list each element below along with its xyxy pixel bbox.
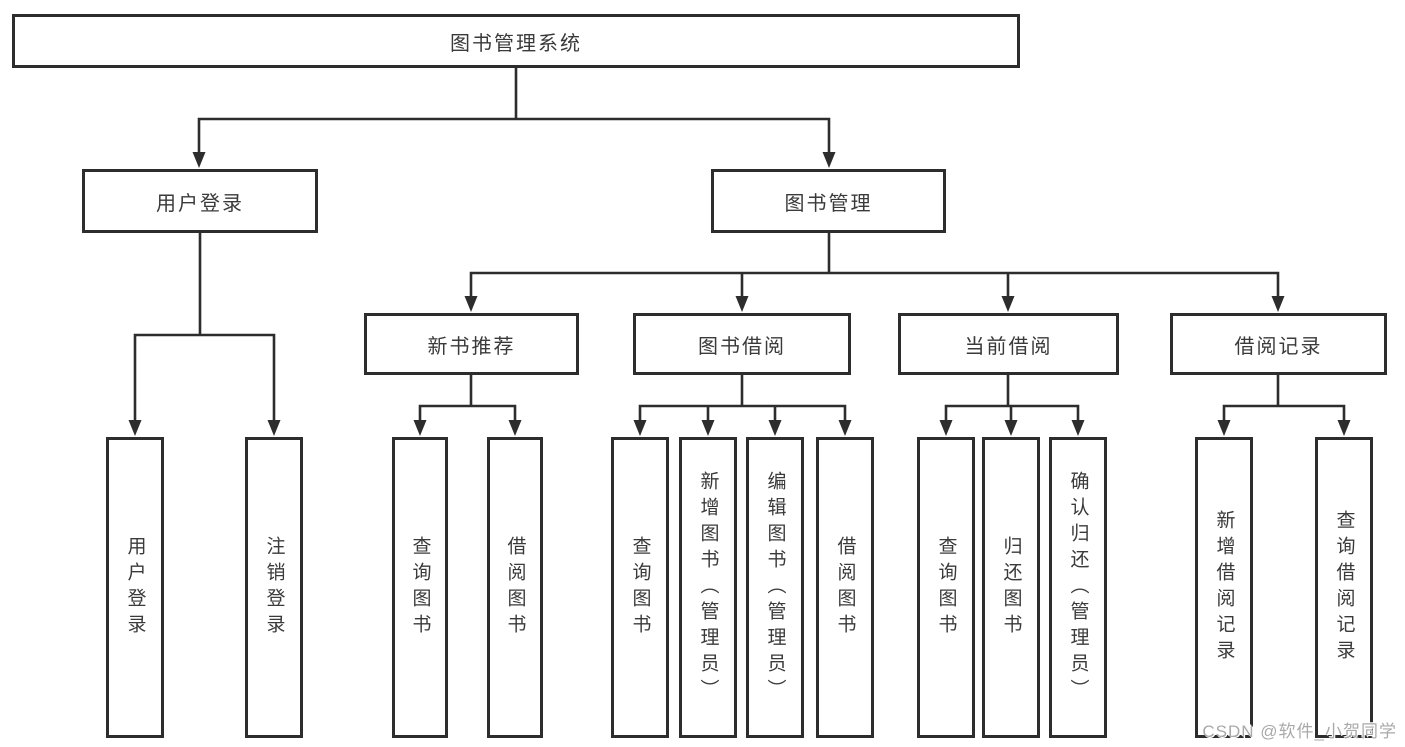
leaf-label: 确认归还（管理员） (1067, 470, 1089, 705)
node-label: 图书管理 (784, 192, 873, 215)
node-book-borrowing: 图书借阅 (633, 313, 851, 375)
node-new-book-recommend: 新书推荐 (364, 313, 579, 375)
leaf-label: 查询图书 (409, 535, 431, 640)
node-label: 图书管理系统 (450, 32, 582, 55)
node-label: 当前借阅 (964, 335, 1053, 358)
leaf-query-books-recommend: 查询图书 (392, 437, 448, 738)
leaf-add-borrow-record: 新增借阅记录 (1195, 437, 1253, 738)
node-book-management: 图书管理 (711, 169, 946, 233)
leaf-label: 借阅图书 (504, 535, 526, 640)
leaf-query-borrow-record: 查询借阅记录 (1315, 437, 1373, 738)
leaf-label: 用户登录 (124, 535, 146, 640)
leaf-label: 编辑图书（管理员） (764, 470, 786, 705)
leaf-label: 注销登录 (263, 535, 285, 640)
leaf-add-book-admin: 新增图书（管理员） (679, 437, 737, 738)
leaf-label: 查询图书 (629, 535, 651, 640)
leaf-confirm-return-admin: 确认归还（管理员） (1049, 437, 1107, 738)
leaf-label: 新增图书（管理员） (697, 470, 719, 705)
leaf-borrow-books-recommend: 借阅图书 (487, 437, 543, 738)
leaf-label: 查询借阅记录 (1333, 509, 1355, 666)
leaf-user-login: 用户登录 (106, 437, 164, 738)
node-root-library-system: 图书管理系统 (12, 14, 1020, 68)
leaf-label: 查询图书 (935, 535, 957, 640)
node-user-login: 用户登录 (82, 169, 318, 233)
node-label: 图书借阅 (698, 335, 786, 358)
leaf-label: 归还图书 (1000, 535, 1022, 640)
leaf-borrow-books-borrowing: 借阅图书 (816, 437, 874, 738)
leaf-query-books-current: 查询图书 (917, 437, 975, 738)
node-label: 借阅记录 (1234, 335, 1323, 358)
csdn-watermark: CSDN @软件_小贺同学 (1202, 722, 1397, 741)
leaf-return-books: 归还图书 (982, 437, 1040, 738)
leaf-logout: 注销登录 (245, 437, 303, 738)
leaf-label: 新增借阅记录 (1213, 509, 1235, 666)
leaf-edit-book-admin: 编辑图书（管理员） (746, 437, 804, 738)
node-label: 新书推荐 (427, 335, 516, 358)
leaf-label: 借阅图书 (834, 535, 856, 640)
leaf-query-books-borrowing: 查询图书 (611, 437, 669, 738)
node-borrow-records: 借阅记录 (1170, 313, 1387, 375)
node-label: 用户登录 (156, 192, 244, 215)
node-current-borrowing: 当前借阅 (898, 313, 1119, 375)
